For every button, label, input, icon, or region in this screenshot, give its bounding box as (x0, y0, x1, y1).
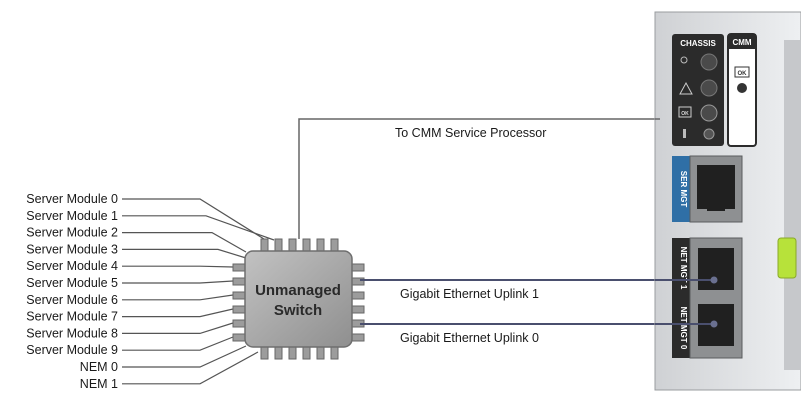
switch-input-line (122, 248, 247, 259)
chip-pin-top (302, 238, 311, 253)
cmm-hardware-panel: CHASSIS OK CMM OK SER MGT NET MGT 1 NET … (654, 11, 801, 391)
switch-input-line (122, 280, 234, 284)
nem-label: NEM 1 (80, 377, 118, 391)
cmm-ok-led (737, 83, 747, 93)
uplink-0-label: Gigabit Ethernet Uplink 0 (400, 331, 539, 345)
locate-icon (680, 56, 688, 64)
chip-pin-right (350, 263, 365, 272)
switch-body (244, 250, 353, 348)
chip-pin-right (350, 333, 365, 342)
chip-pin-bottom (302, 345, 311, 360)
chip-pin-bottom (330, 345, 339, 360)
net-mgt-1-port (698, 248, 734, 290)
chip-pin-left (232, 263, 247, 272)
cmm-label: CMM (732, 38, 751, 47)
server-module-label: Server Module 3 (26, 242, 118, 256)
server-module-label: Server Module 7 (26, 310, 118, 324)
switch-input-line (122, 322, 234, 334)
ser-mgt-label: SER MGT (679, 171, 688, 208)
chip-pin-bottom (288, 345, 297, 360)
switch-input-line (122, 215, 275, 241)
switch-input-lines: Server Module 0 Server Module 1 Server Mod… (26, 192, 275, 391)
ser-mgt-port-tab (707, 205, 725, 211)
panel-side-rail (784, 40, 801, 370)
cmm-ok-text: OK (738, 71, 748, 77)
switch-input-line (122, 294, 234, 301)
chassis-label: CHASSIS (680, 39, 716, 48)
ser-mgt-port (697, 165, 735, 209)
server-module-label: Server Module 9 (26, 343, 118, 357)
switch-input-line (122, 308, 234, 318)
switch-input-line (122, 198, 265, 240)
chip-pin-left (232, 333, 247, 342)
server-module-label: Server Module 1 (26, 209, 118, 223)
uplink-0-port-dot (710, 320, 718, 328)
cmm-connection-label: To CMM Service Processor (395, 126, 546, 140)
temperature-icon (683, 129, 686, 138)
switch-input-line (122, 351, 259, 385)
server-module-label: Server Module 5 (26, 276, 118, 290)
server-module-label: Server Module 6 (26, 293, 118, 307)
unmanaged-switch-chip: Unmanaged Switch (232, 238, 365, 360)
net-mgt-label-bg (672, 238, 690, 358)
uplink-1-label: Gigabit Ethernet Uplink 1 (400, 287, 539, 301)
chip-pin-right (350, 305, 365, 314)
switch-input-line (122, 232, 247, 253)
chip-pin-left (232, 277, 247, 286)
chip-pin-top (330, 238, 339, 253)
server-module-label: Server Module 4 (26, 259, 118, 273)
uplink-1-port-dot (710, 276, 718, 284)
net-mgt-0-label: NET MGT 0 (679, 307, 688, 350)
chassis-ok-icon (678, 106, 692, 118)
cmm-connection-line (298, 118, 660, 239)
switch-label-line1: Unmanaged (255, 282, 341, 299)
warning-icon (679, 81, 693, 95)
switch-label-line2: Switch (274, 302, 322, 319)
chip-pin-left (232, 319, 247, 328)
cmm-label-bg (728, 34, 756, 49)
chip-pin-bottom (316, 345, 325, 360)
chassis-power-button (703, 128, 715, 140)
chip-pin-bottom (274, 345, 283, 360)
switch-input-line (122, 336, 234, 351)
net-mgt-1-label: NET MGT 1 (679, 247, 688, 290)
chip-pin-top (288, 238, 297, 253)
server-module-label: Server Module 2 (26, 226, 118, 240)
chip-pin-top (316, 238, 325, 253)
switch-input-line (122, 345, 247, 368)
chip-pin-right (350, 291, 365, 300)
green-latch (777, 237, 797, 279)
chassis-ok-led (700, 104, 718, 122)
server-module-label: Server Module 8 (26, 326, 118, 340)
chip-pin-top (260, 238, 269, 253)
server-module-label: Server Module 0 (26, 192, 118, 206)
chassis-fault-led (700, 79, 718, 97)
nem-label: NEM 0 (80, 360, 118, 374)
chip-pin-left (232, 305, 247, 314)
cmm-ok-icon (734, 66, 750, 78)
chip-pin-bottom (260, 345, 269, 360)
chip-pin-left (232, 291, 247, 300)
ser-mgt-label-bg (672, 156, 690, 222)
chassis-locate-led (700, 53, 718, 71)
chip-pin-top (274, 238, 283, 253)
chassis-ok-text: OK (681, 111, 689, 117)
switch-input-line (122, 265, 234, 268)
